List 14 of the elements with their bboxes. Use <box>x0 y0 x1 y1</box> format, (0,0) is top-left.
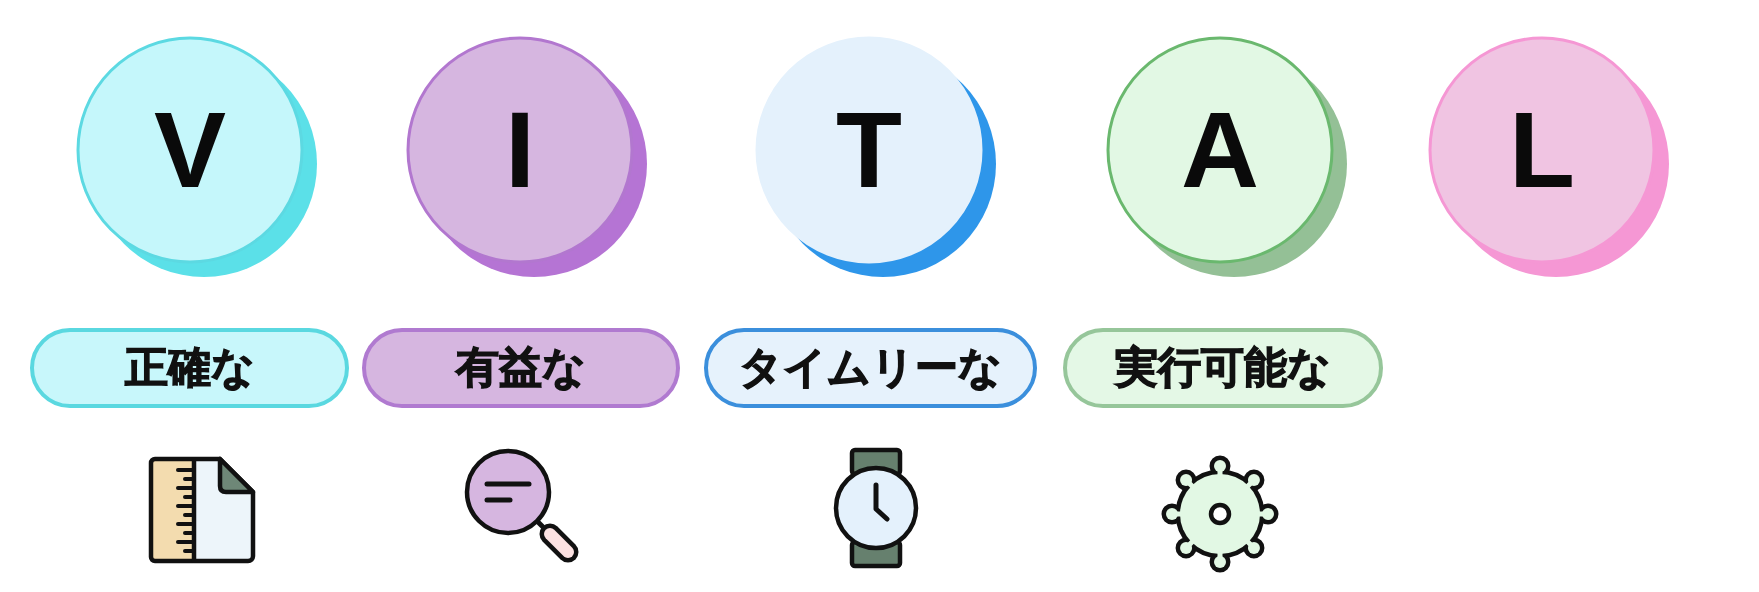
circle-letter: A <box>1181 96 1259 204</box>
letter-circle <box>755 36 999 280</box>
circle-letter: I <box>505 96 535 204</box>
circle-letter: L <box>1509 96 1575 204</box>
attribute-label: 実行可能な <box>1115 343 1331 393</box>
attribute-label: 有益な <box>456 343 586 393</box>
letter-circle <box>1428 36 1672 280</box>
letter-circle <box>76 36 320 280</box>
circle-letter: V <box>154 96 226 204</box>
letter-circle <box>1106 36 1350 280</box>
letter-circle <box>406 36 650 280</box>
attribute-label: 正確な <box>124 343 255 393</box>
attribute-label: タイムリーな <box>739 343 1002 393</box>
circle-letter: T <box>836 96 902 204</box>
